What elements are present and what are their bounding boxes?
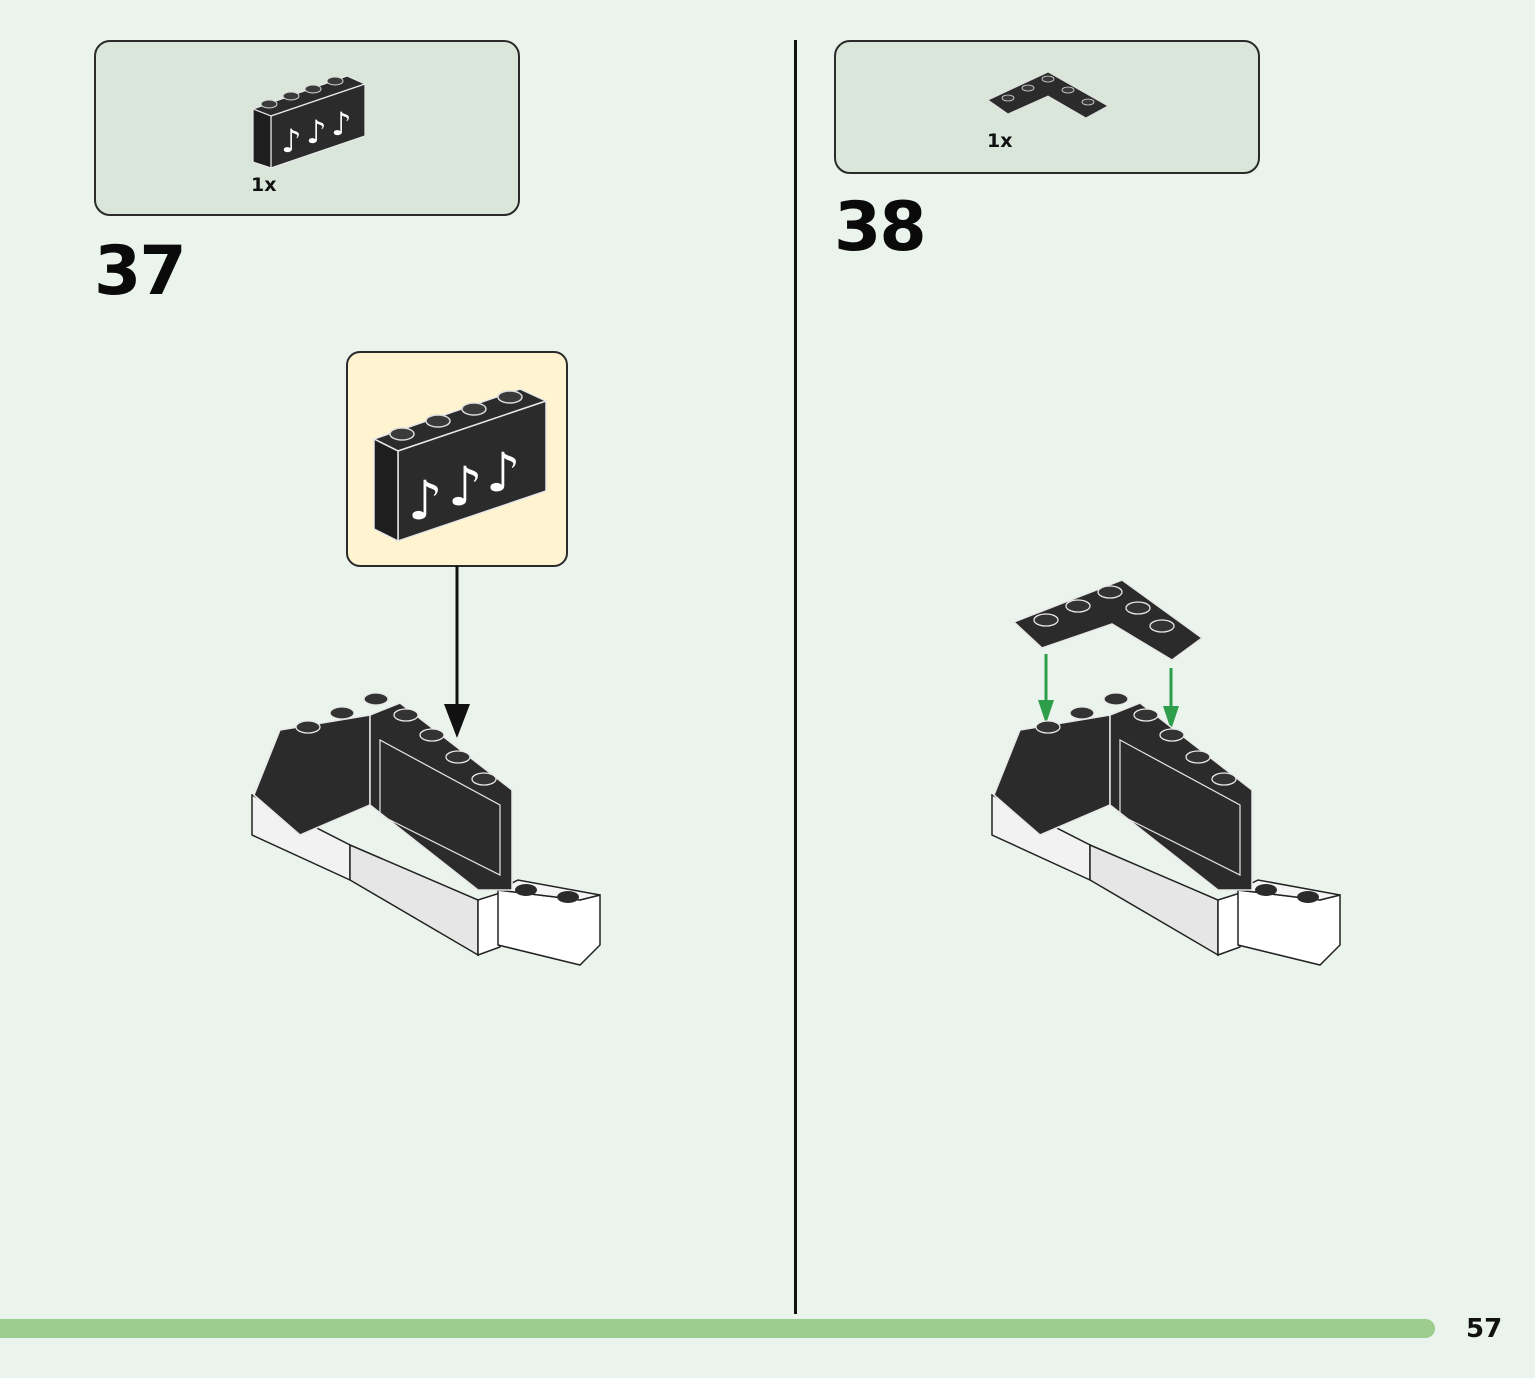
part-quantity: 1x	[987, 130, 1013, 152]
step-number: 38	[834, 188, 927, 267]
parts-box-step-37: ♪♪♪ 1x	[94, 40, 520, 216]
build-model-step-38	[991, 692, 1341, 966]
panel-music-notes-icon: ♪♪♪	[251, 75, 367, 169]
callout-box: ♪♪♪	[346, 351, 568, 567]
svg-text:♪: ♪	[448, 455, 482, 518]
green-arrow-icon	[1038, 654, 1054, 724]
svg-text:♪: ♪	[408, 469, 442, 532]
parts-box-step-38: 1x	[834, 40, 1260, 174]
progress-bar	[0, 1319, 1435, 1338]
build-model-step-37	[251, 692, 601, 966]
green-arrow-icon	[1163, 668, 1179, 730]
page-divider	[794, 40, 797, 1314]
plate-corner-piece	[1012, 579, 1204, 661]
part-quantity: 1x	[251, 174, 277, 196]
svg-text:♪: ♪	[306, 113, 326, 151]
down-arrow-icon	[444, 566, 470, 738]
step-number: 37	[94, 232, 187, 311]
plate-corner-icon	[987, 71, 1110, 119]
svg-text:♪: ♪	[281, 122, 301, 160]
svg-text:♪: ♪	[331, 105, 351, 143]
page-number: 57	[1466, 1314, 1503, 1344]
svg-text:♪: ♪	[486, 441, 520, 504]
panel-music-notes-icon: ♪♪♪	[372, 388, 549, 543]
